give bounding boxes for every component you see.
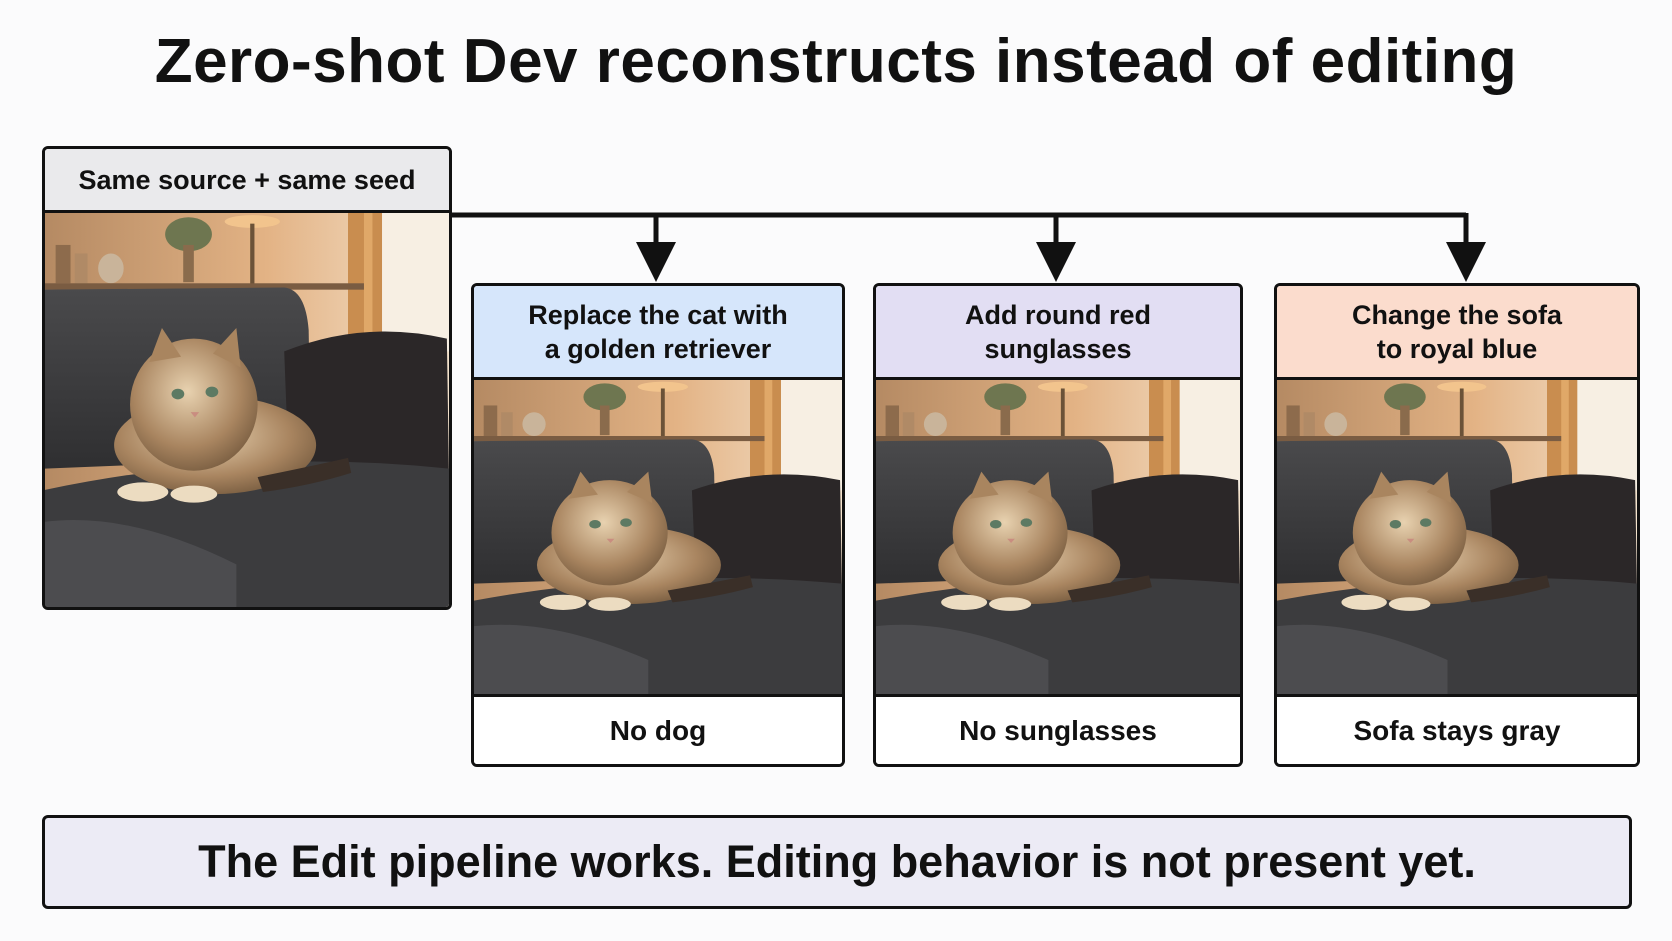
source-panel: Same source + same seed (42, 146, 452, 610)
edit-result-image-3 (1277, 380, 1637, 694)
cat-on-sofa-icon (474, 380, 842, 694)
edit-result-image-2 (876, 380, 1240, 694)
page-title: Zero-shot Dev reconstructs instead of ed… (154, 27, 1518, 96)
cat-on-sofa-icon (1277, 380, 1637, 694)
conclusion-banner: The Edit pipeline works. Editing behavio… (42, 815, 1632, 909)
edit-result-2: No sunglasses (876, 694, 1240, 764)
edit-result-3: Sofa stays gray (1277, 694, 1637, 764)
edit-result-image-1 (474, 380, 842, 694)
edit-result-1: No dog (474, 694, 842, 764)
cat-on-sofa-icon (45, 213, 449, 607)
cat-on-sofa-icon (876, 380, 1240, 694)
source-label: Same source + same seed (45, 149, 449, 213)
source-image (45, 213, 449, 607)
